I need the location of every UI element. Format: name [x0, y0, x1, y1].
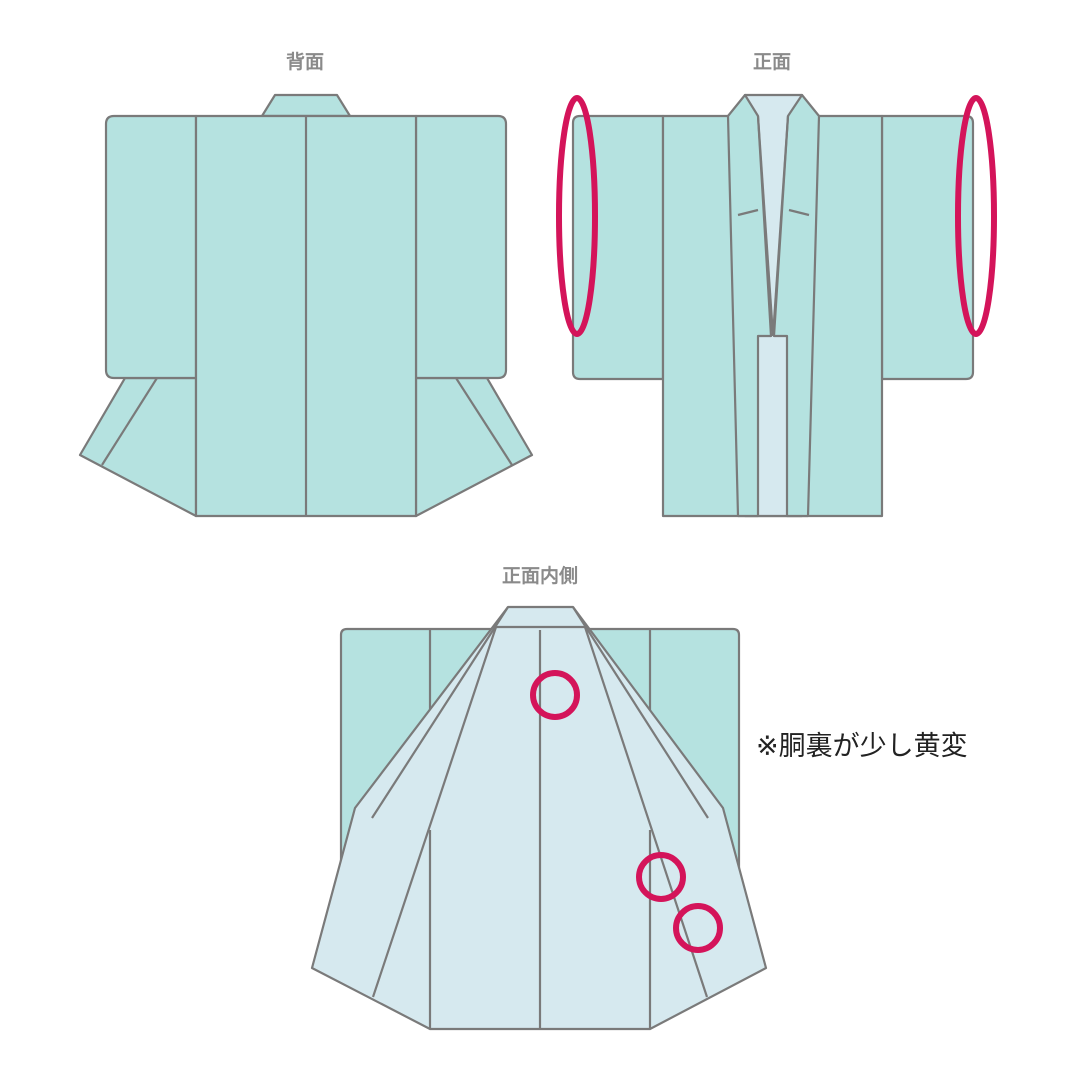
back-left-sleeve — [104, 114, 198, 380]
back-left-sleeve-skirt — [78, 376, 198, 518]
stain-circle-marker-lower — [673, 903, 723, 953]
front-right-collar-fold — [788, 208, 810, 217]
front-left-lining-edge — [756, 115, 775, 337]
back-view-label: 背面 — [285, 51, 324, 73]
back-right-gusset-seam — [455, 377, 513, 466]
front-left-sleeve — [571, 114, 665, 381]
stain-circle-marker-middle — [636, 852, 686, 902]
front-left-collar-fold — [737, 208, 759, 217]
inside-left-collar-inner — [371, 606, 509, 819]
right-sleeve-oval-marker — [955, 95, 997, 337]
inside-right-collar-inner — [572, 606, 709, 819]
front-right-lining-edge — [771, 115, 790, 337]
inside-view-label: 正面内側 — [501, 565, 578, 587]
stain-circle-marker-upper — [530, 670, 580, 720]
front-view — [556, 93, 997, 518]
front-view-label: 正面 — [752, 51, 791, 73]
back-right-sleeve-skirt — [414, 376, 534, 518]
inside-view — [310, 605, 768, 1031]
back-collar — [260, 93, 352, 118]
lining-yellowing-note: ※胴裏が少し黄変 — [756, 731, 968, 762]
inside-left-collar-edge — [371, 626, 498, 998]
left-sleeve-oval-marker — [556, 95, 598, 337]
back-right-sleeve — [414, 114, 508, 380]
inside-right-collar-edge — [583, 626, 709, 998]
back-view — [78, 93, 534, 518]
back-left-gusset-seam — [101, 377, 158, 466]
